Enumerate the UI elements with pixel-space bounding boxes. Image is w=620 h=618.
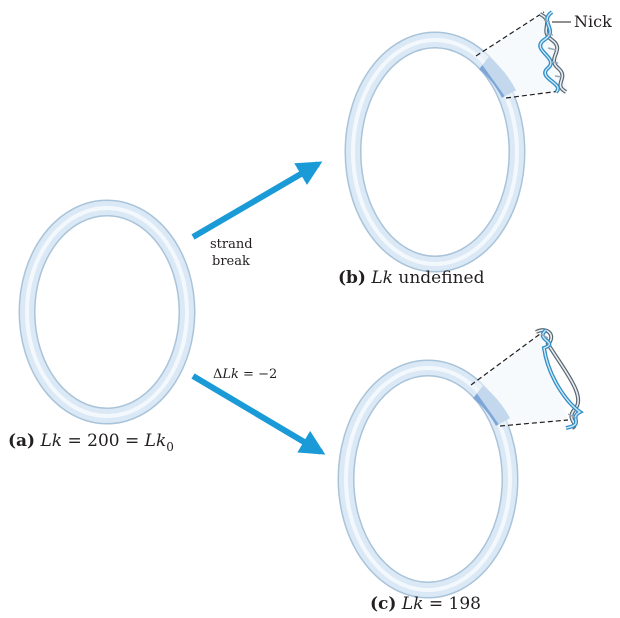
arrow-to-underwound — [193, 376, 321, 452]
delta-symbol: Δ — [213, 367, 222, 382]
caption-b-tag: (b) — [338, 268, 366, 288]
caption-a-tag: (a) — [8, 431, 35, 451]
delta-lk-var: Lk — [221, 367, 239, 382]
caption-a-subscript: 0 — [166, 440, 174, 454]
caption-a-var2: Lk — [144, 431, 167, 451]
nick-label: Nick — [574, 12, 612, 31]
caption-a: (a) Lk = 200 = Lk0 — [8, 431, 174, 454]
caption-c: (c) Lk = 198 — [370, 594, 481, 614]
caption-c-rest: = 198 — [423, 594, 481, 614]
caption-b: (b) Lk undefined — [338, 268, 485, 288]
caption-b-var: Lk — [370, 268, 393, 288]
caption-a-mid: = 200 = — [62, 431, 145, 451]
strand-break-label-line1: strand — [210, 237, 253, 252]
arrow-to-nicked — [193, 164, 318, 237]
caption-b-rest: undefined — [393, 268, 485, 288]
delta-lk-label: ΔLk = −2 — [213, 367, 277, 382]
circular-dna-relaxed — [27, 208, 187, 416]
caption-c-tag: (c) — [370, 594, 396, 614]
strand-break-label-line2: break — [212, 254, 250, 269]
caption-c-var: Lk — [401, 594, 424, 614]
delta-lk-value: = −2 — [239, 367, 277, 382]
caption-a-var1: Lk — [40, 431, 63, 451]
